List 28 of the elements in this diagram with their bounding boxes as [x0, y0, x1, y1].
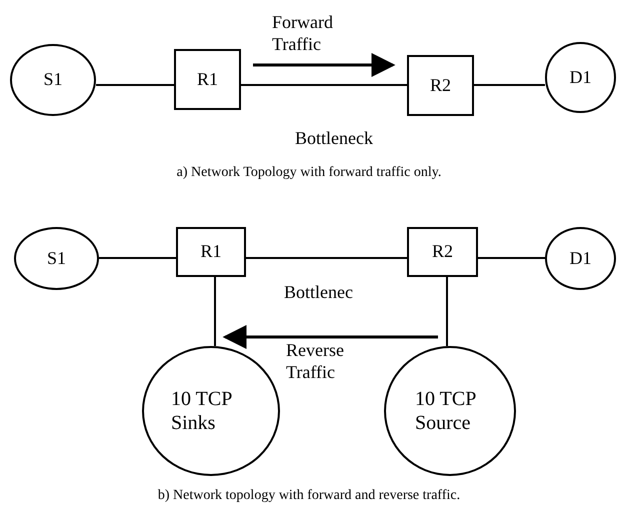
traffic-label: Forward Traffic	[272, 12, 334, 56]
node-label: R1	[196, 68, 218, 90]
router-box	[407, 55, 474, 116]
node-label: S1	[43, 69, 62, 91]
edge-label: Bottlenec	[284, 282, 353, 304]
node-label: D1	[570, 248, 592, 270]
node-label: D1	[570, 66, 592, 88]
router-box	[174, 49, 241, 110]
connector-line	[241, 84, 407, 86]
router-box	[407, 227, 478, 277]
connector-line	[446, 277, 448, 346]
node-label: R2	[432, 241, 453, 263]
connector-line	[246, 257, 407, 259]
node-label: R2	[430, 74, 451, 96]
edge-label: Bottleneck	[295, 128, 373, 150]
connector-line	[96, 84, 174, 86]
figure-caption: a) Network Topology with forward traffic only.	[176, 165, 442, 182]
figure-caption: b) Network topology with forward and reverse traffic.	[156, 488, 462, 505]
router-box	[176, 227, 246, 277]
connector-line	[214, 277, 216, 346]
node-label: R1	[200, 241, 222, 263]
connector-line	[474, 84, 545, 86]
node-label: 10 TCP Sinks	[171, 387, 233, 435]
connector-line	[478, 257, 545, 259]
node-label: 10 TCP Source	[415, 387, 477, 435]
traffic-label: Reverse Traffic	[286, 340, 345, 384]
connector-line	[99, 257, 176, 259]
node-label: S1	[46, 248, 66, 270]
